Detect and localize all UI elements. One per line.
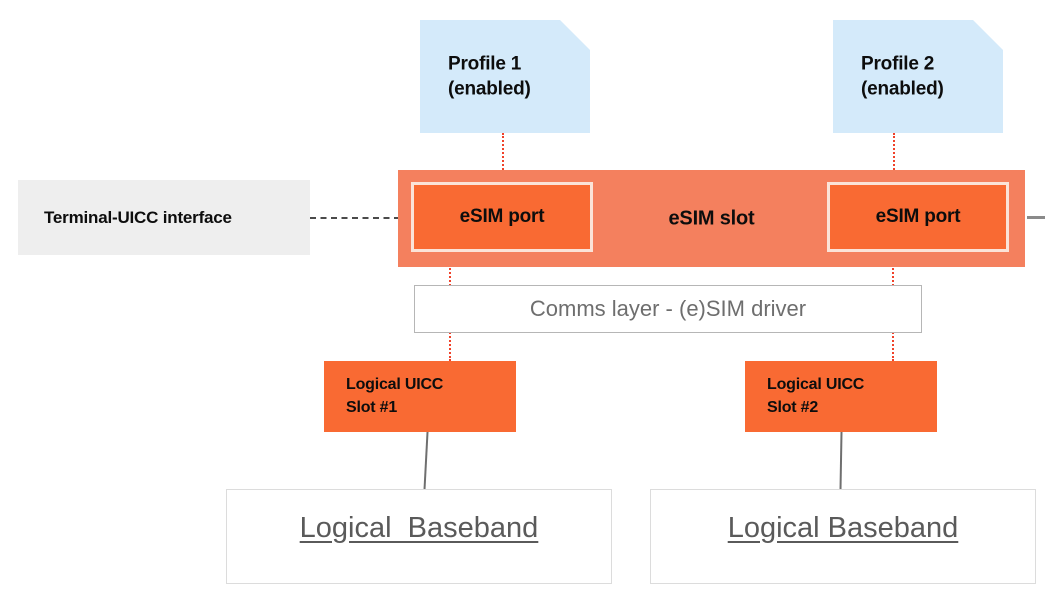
connector-uicc-slot1-to-baseband1 (423, 432, 429, 490)
profile-card-1-label: Profile 1 (enabled) (448, 52, 531, 100)
esim-port-2-label: eSIM port (875, 206, 961, 227)
logical-baseband-2[interactable]: Logical Baseband (650, 489, 1036, 584)
connector-terminal-to-slot (310, 217, 400, 219)
esim-slot-label: eSIM slot (668, 207, 755, 229)
profile-card-2[interactable]: Profile 2 (enabled) (833, 20, 1003, 133)
terminal-uicc-interface-box[interactable]: Terminal-UICC interface (18, 180, 310, 255)
comms-layer-box[interactable]: Comms layer - (e)SIM driver (414, 285, 922, 333)
logical-uicc-slot-1[interactable]: Logical UICC Slot #1 (324, 361, 516, 432)
connector-profile2-to-port2 (893, 133, 895, 173)
logical-uicc-slot-2-label: Logical UICC Slot #2 (767, 376, 865, 416)
esim-port-2[interactable]: eSIM port (827, 182, 1009, 252)
comms-layer-label: Comms layer - (e)SIM driver (529, 296, 807, 321)
logical-baseband-2-label: Logical Baseband (727, 512, 959, 544)
profile-card-1[interactable]: Profile 1 (enabled) (420, 20, 590, 133)
logical-uicc-slot-2[interactable]: Logical UICC Slot #2 (745, 361, 937, 432)
connector-uicc-slot2-to-baseband2 (839, 432, 843, 490)
esim-port-1[interactable]: eSIM port (411, 182, 593, 252)
terminal-uicc-interface-label: Terminal-UICC interface (44, 207, 232, 227)
logical-baseband-1-label: Logical Baseband (299, 512, 539, 544)
profile-card-2-label: Profile 2 (enabled) (861, 52, 944, 100)
connector-profile1-to-port1 (502, 133, 504, 173)
logical-uicc-slot-1-label: Logical UICC Slot #1 (346, 376, 444, 416)
logical-baseband-1[interactable]: Logical Baseband (226, 489, 612, 584)
connector-slot-right-stub (1027, 216, 1045, 219)
esim-port-1-label: eSIM port (459, 206, 545, 227)
